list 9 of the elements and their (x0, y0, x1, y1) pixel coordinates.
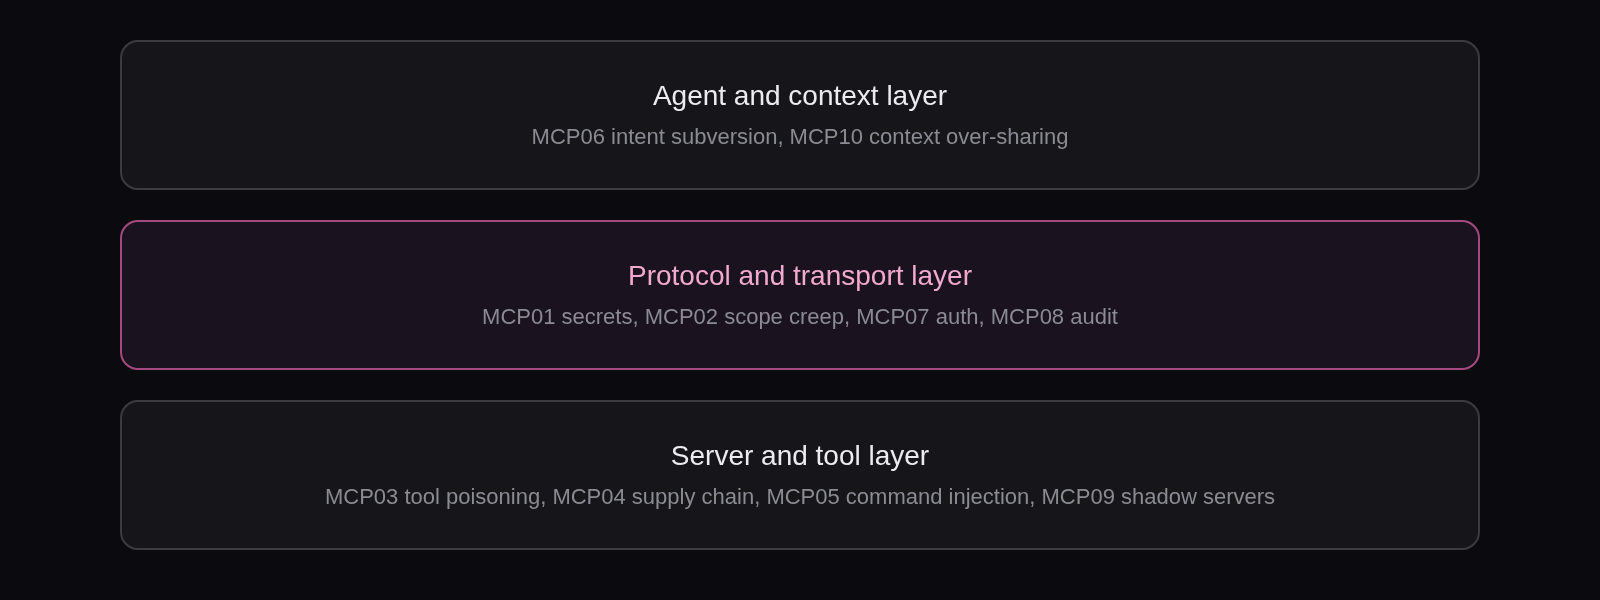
layer-description: MCP01 secrets, MCP02 scope creep, MCP07 auth, MCP08 audit (482, 303, 1118, 331)
layer-box (120, 400, 1480, 550)
highlighted-layer-box (120, 220, 1480, 370)
layer-title: Protocol and transport layer (628, 259, 972, 293)
layer-description: MCP06 intent subversion, MCP10 context over-sharing (531, 123, 1069, 151)
layer-description: MCP03 tool poisoning, MCP04 supply chain, MCP05 command injection, MCP09 shadow servers (324, 483, 1276, 511)
layer-box (120, 40, 1480, 190)
layer-title: Agent and context layer (652, 79, 948, 113)
layer-title: Server and tool layer (670, 439, 930, 473)
